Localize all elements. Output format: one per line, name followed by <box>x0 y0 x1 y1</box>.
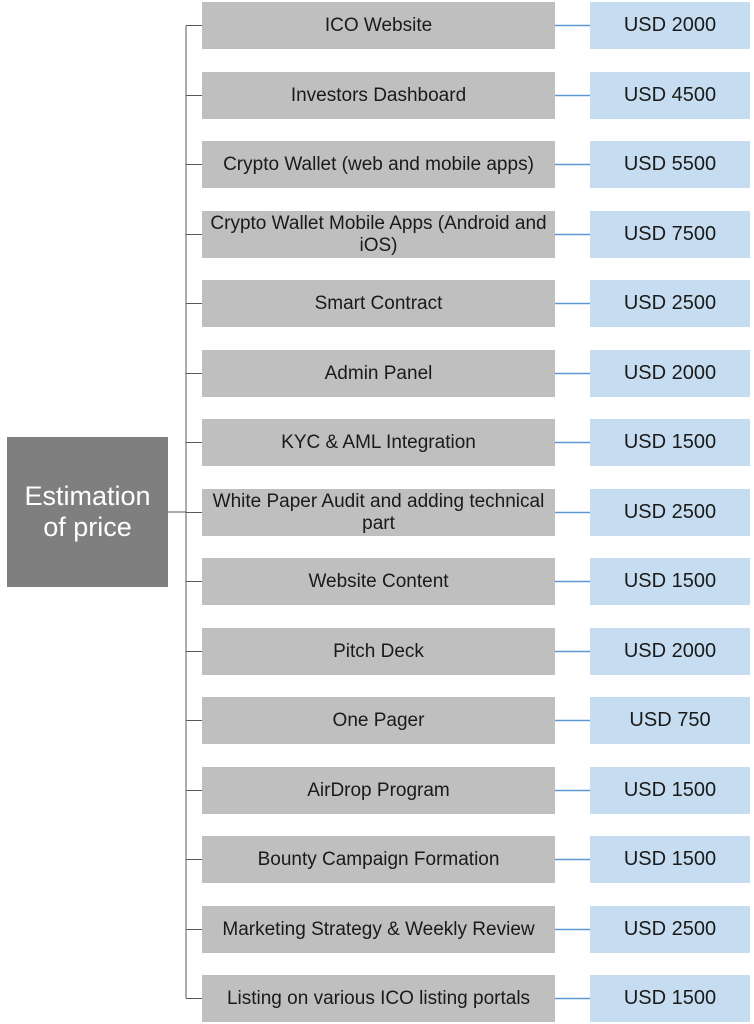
price-label: USD 2000 <box>623 14 717 36</box>
price-label: USD 2500 <box>623 292 717 314</box>
item-label: AirDrop Program <box>307 779 450 801</box>
item-box: Crypto Wallet (web and mobile apps) <box>202 141 555 188</box>
price-box: USD 4500 <box>590 72 750 119</box>
price-box: USD 2000 <box>590 2 750 49</box>
item-label: Pitch Deck <box>333 640 424 662</box>
price-box: USD 1500 <box>590 419 750 466</box>
item-label: White Paper Audit and adding technical p… <box>212 490 545 534</box>
price-box: USD 1500 <box>590 767 750 814</box>
price-label: USD 2000 <box>623 362 717 384</box>
item-label: Marketing Strategy & Weekly Review <box>222 918 535 940</box>
item-box: Listing on various ICO listing portals <box>202 975 555 1022</box>
price-label: USD 1500 <box>623 570 717 592</box>
root-title-line1: Estimation <box>24 481 151 511</box>
item-box: Admin Panel <box>202 350 555 397</box>
item-label: Crypto Wallet Mobile Apps (Android and i… <box>210 212 547 256</box>
price-box: USD 2500 <box>590 280 750 327</box>
price-box: USD 7500 <box>590 211 750 258</box>
item-box: Crypto Wallet Mobile Apps (Android and i… <box>202 211 555 258</box>
root-title-line2: of price <box>43 512 132 542</box>
price-label: USD 2500 <box>623 918 717 940</box>
price-box: USD 2000 <box>590 350 750 397</box>
price-box: USD 1500 <box>590 558 750 605</box>
item-label: Bounty Campaign Formation <box>257 848 500 870</box>
item-label: One Pager <box>332 709 425 731</box>
item-box: KYC & AML Integration <box>202 419 555 466</box>
price-box: USD 1500 <box>590 975 750 1022</box>
price-box: USD 1500 <box>590 836 750 883</box>
item-box: Marketing Strategy & Weekly Review <box>202 906 555 953</box>
price-label: USD 2000 <box>623 640 717 662</box>
item-box: Pitch Deck <box>202 628 555 675</box>
price-box: USD 2000 <box>590 628 750 675</box>
item-label: Crypto Wallet (web and mobile apps) <box>223 153 534 175</box>
price-label: USD 2500 <box>623 501 717 523</box>
price-label: USD 750 <box>629 709 711 731</box>
item-box: Smart Contract <box>202 280 555 327</box>
root-title: Estimation of price <box>24 481 150 543</box>
item-box: Website Content <box>202 558 555 605</box>
price-label: USD 4500 <box>623 84 717 106</box>
price-box: USD 750 <box>590 697 750 744</box>
item-label: ICO Website <box>324 14 433 36</box>
price-box: USD 5500 <box>590 141 750 188</box>
item-box: AirDrop Program <box>202 767 555 814</box>
price-label: USD 1500 <box>623 431 717 453</box>
item-box: Bounty Campaign Formation <box>202 836 555 883</box>
item-box: ICO Website <box>202 2 555 49</box>
price-label: USD 1500 <box>623 987 717 1009</box>
item-box: Investors Dashboard <box>202 72 555 119</box>
item-label: Admin Panel <box>324 362 433 384</box>
price-label: USD 1500 <box>623 779 717 801</box>
price-label: USD 5500 <box>623 153 717 175</box>
price-box: USD 2500 <box>590 489 750 536</box>
item-label: Listing on various ICO listing portals <box>226 987 531 1009</box>
item-label: Website Content <box>308 570 449 592</box>
price-box: USD 2500 <box>590 906 750 953</box>
item-label: Investors Dashboard <box>290 84 467 106</box>
price-label: USD 7500 <box>623 223 717 245</box>
item-label: KYC & AML Integration <box>281 431 476 453</box>
item-box: White Paper Audit and adding technical p… <box>202 489 555 536</box>
root-node: Estimation of price <box>7 437 168 587</box>
price-label: USD 1500 <box>623 848 717 870</box>
item-box: One Pager <box>202 697 555 744</box>
item-label: Smart Contract <box>314 292 443 314</box>
